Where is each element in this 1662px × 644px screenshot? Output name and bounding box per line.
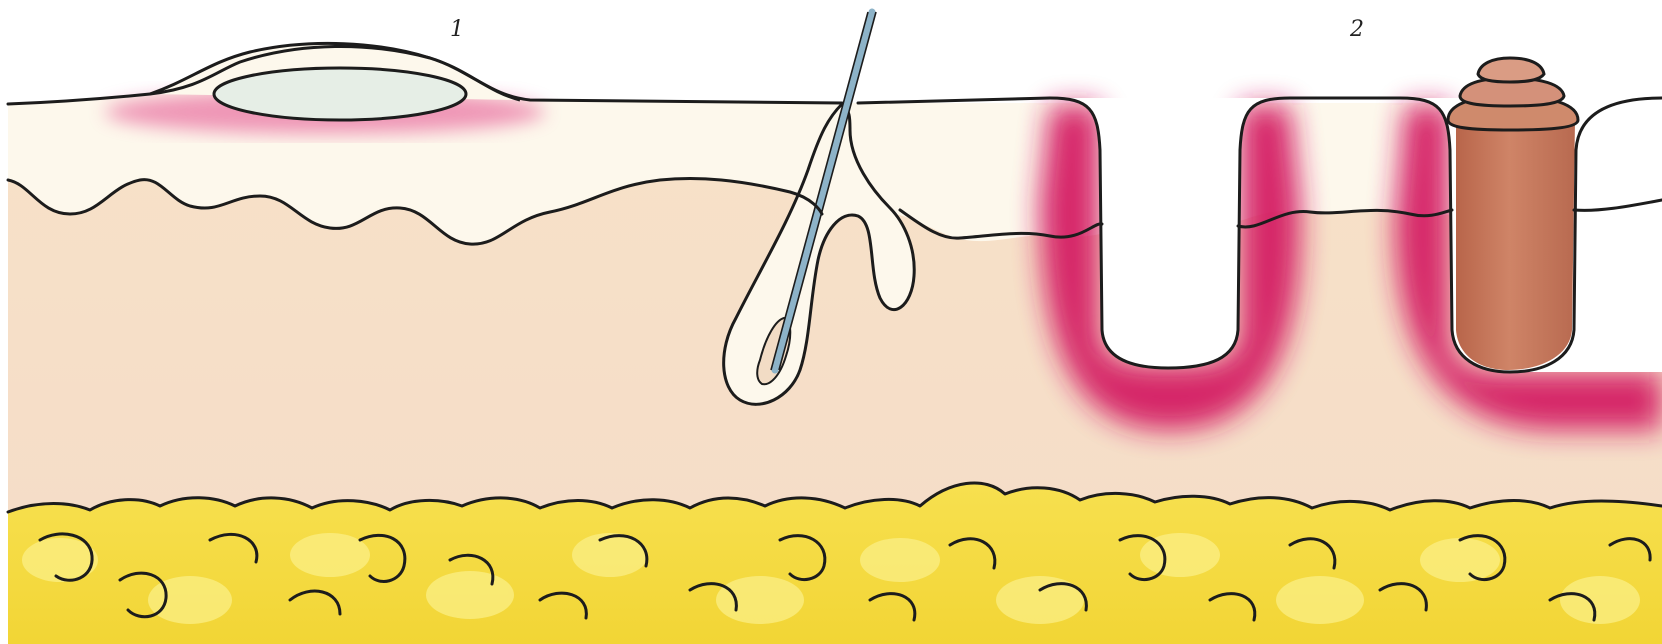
- blister-fluid: [214, 68, 466, 120]
- panel-label-2: 2: [1349, 17, 1364, 42]
- panel-label-1: 1: [450, 17, 464, 42]
- crust-top-layer-3: [1478, 58, 1544, 82]
- crust: [1456, 120, 1575, 370]
